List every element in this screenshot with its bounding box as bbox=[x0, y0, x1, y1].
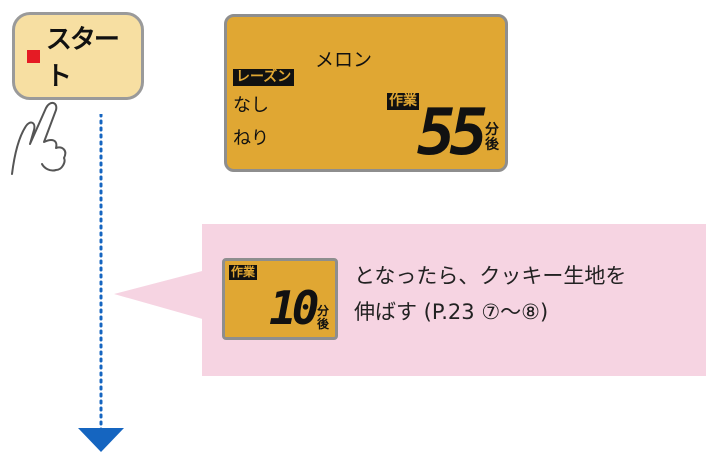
lcd-unit-top: 分 bbox=[485, 122, 499, 138]
lcd-mini-minutes: 10 bbox=[269, 281, 319, 335]
lcd-menu-name: メロン bbox=[315, 49, 373, 71]
instruction-text: となったら、クッキー生地を 伸ばす (P.23 ⑦〜⑧) bbox=[354, 258, 694, 330]
lcd-unit-bottom: 後 bbox=[485, 137, 499, 153]
lcd-mini-unit: 分 後 bbox=[317, 305, 331, 331]
lcd-work-indicator: 作業 bbox=[387, 93, 419, 110]
instruction-callout: 作業 10 分 後 となったら、クッキー生地を 伸ばす (P.23 ⑦〜⑧) bbox=[202, 224, 706, 376]
callout-pointer bbox=[114, 270, 206, 320]
lcd-mini-unit-top: 分 bbox=[317, 304, 330, 318]
lcd-mini-work-indicator: 作業 bbox=[229, 265, 258, 280]
lcd-mini-display: 作業 10 分 後 bbox=[222, 258, 338, 340]
instruction-line-2: 伸ばす (P.23 ⑦〜⑧) bbox=[354, 300, 549, 324]
lcd-kneading-label: ねり bbox=[233, 128, 269, 149]
flow-line bbox=[99, 114, 103, 430]
start-button-label: スタート bbox=[45, 25, 120, 92]
lcd-display: メロン レーズン なし ねり 作業 55 分 後 bbox=[224, 14, 508, 172]
instruction-line-1: となったら、クッキー生地を bbox=[354, 264, 627, 288]
flow-arrow-down-icon bbox=[78, 428, 124, 452]
lcd-mini-unit-bottom: 後 bbox=[317, 317, 330, 331]
lcd-raisin-value: なし bbox=[233, 95, 269, 116]
pointing-hand-icon bbox=[11, 102, 67, 175]
start-marker-icon bbox=[27, 49, 40, 63]
lcd-raisin-indicator: レーズン bbox=[233, 69, 295, 86]
start-button[interactable]: スタート bbox=[12, 12, 144, 100]
lcd-unit: 分 後 bbox=[485, 123, 501, 153]
lcd-minutes-remaining: 55 bbox=[417, 96, 488, 170]
